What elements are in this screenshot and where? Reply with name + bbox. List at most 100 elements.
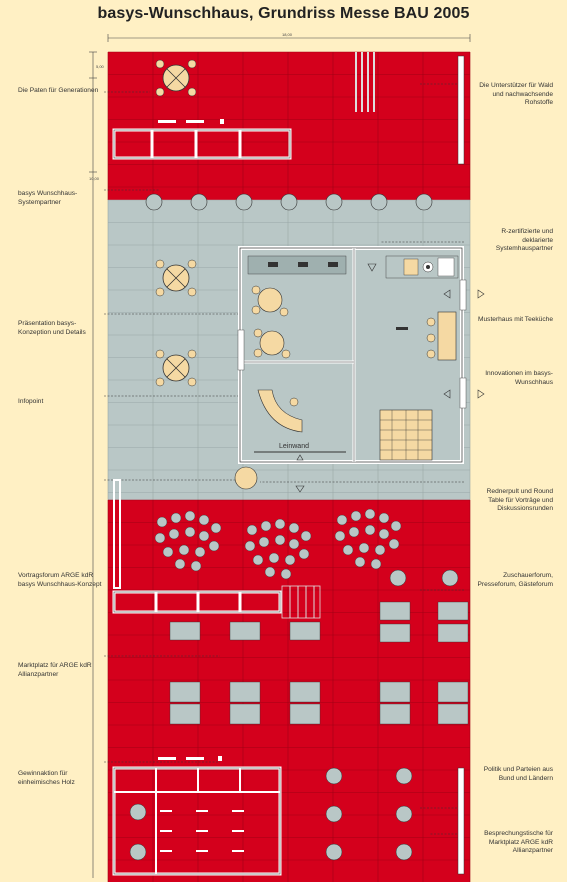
seat [364, 524, 376, 536]
label-innovationen: Innovationen im basys-Wunschhaus [485, 370, 553, 386]
label-systempartner: basys Wunschhaus-Systempartner [18, 190, 78, 206]
chair [187, 349, 197, 359]
round-table-small [129, 803, 147, 821]
seat [284, 554, 296, 566]
politik-tables [129, 767, 413, 861]
market-table [437, 623, 469, 643]
seat [252, 554, 264, 566]
market-table [229, 703, 261, 725]
seat [244, 540, 256, 552]
round-table-small [325, 805, 343, 823]
column-circle [370, 193, 388, 211]
seat [190, 560, 202, 572]
chair [155, 259, 165, 269]
market-table [437, 681, 469, 703]
seat [208, 540, 220, 552]
round-table-small [129, 843, 147, 861]
label-infopoint: Infopoint [18, 398, 44, 405]
seat [264, 566, 276, 578]
table-cross [166, 358, 186, 378]
chair [187, 259, 197, 269]
label-vortragsforum: Vortragsforum ARGE kdR basys Wunschhaus-… [18, 572, 102, 588]
seat [170, 512, 182, 524]
seat [198, 514, 210, 526]
round-table-small [395, 767, 413, 785]
top-zone-items [112, 52, 465, 165]
leader-lines [104, 83, 464, 835]
dim-a-text: 5,00 [96, 64, 105, 69]
seat [370, 558, 382, 570]
market-table [379, 681, 411, 703]
chair [155, 349, 165, 359]
label-zuschauerforum: Zuschauerforum, Presseforum, Gästeforum [477, 572, 554, 588]
market-table [169, 681, 201, 703]
seat [358, 542, 370, 554]
forum-seating [154, 508, 459, 587]
speaker-podium [234, 466, 258, 490]
market-table [229, 621, 261, 641]
round-table-small [325, 767, 343, 785]
market-table [289, 681, 321, 703]
label-praesentation: Präsentation basys-Konzeption und Detail… [18, 320, 86, 336]
seat [390, 520, 402, 532]
seat [268, 552, 280, 564]
seat [210, 522, 222, 534]
seat [174, 558, 186, 570]
seat [274, 518, 286, 530]
label-politik: Politik und Parteien aus Bund und Länder… [483, 766, 553, 782]
seat [288, 522, 300, 534]
support-columns [145, 193, 433, 211]
seat [260, 520, 272, 532]
seat [156, 516, 168, 528]
chair [187, 377, 197, 387]
seat [354, 556, 366, 568]
round-table-small [395, 843, 413, 861]
seat [184, 526, 196, 538]
seat [258, 536, 270, 548]
table-cross [166, 268, 186, 288]
label-rednerpult: Rednerpult und Round Table für Vorträge … [486, 488, 553, 513]
market-table [437, 703, 469, 725]
chair [187, 287, 197, 297]
chair [155, 287, 165, 297]
seat [246, 524, 258, 536]
round-table-small [325, 843, 343, 861]
seat [342, 544, 354, 556]
label-paten: Die Paten für Generationen [18, 87, 99, 94]
seat [274, 534, 286, 546]
label-gewinnaktion: Gewinnaktion für einheimisches Holz [18, 770, 75, 786]
screen-label: Leinwand [279, 443, 309, 450]
display-counters-forum [112, 479, 321, 619]
column-circle [415, 193, 433, 211]
seat [280, 568, 292, 580]
seat [288, 538, 300, 550]
display-counters-bottom [112, 756, 465, 876]
forum-round-table [441, 569, 459, 587]
round-table-top [155, 59, 197, 97]
market-table [437, 601, 469, 621]
stairs [379, 409, 433, 461]
column-circle [235, 193, 253, 211]
column-circle [280, 193, 298, 211]
market-table [289, 703, 321, 725]
market-table [379, 623, 411, 643]
wall-panel-top-right [457, 55, 465, 165]
market-tables [169, 601, 469, 725]
market-table [289, 621, 321, 641]
market-table [169, 621, 201, 641]
market-table [379, 601, 411, 621]
round-tables-middle [155, 259, 197, 387]
dim-b-text: 10,00 [89, 176, 100, 181]
seat [348, 526, 360, 538]
seat [194, 546, 206, 558]
seat [378, 512, 390, 524]
label-marktplatz: Marktplatz für ARGE kdR Allianzpartner [18, 662, 92, 678]
column-circle [145, 193, 163, 211]
entry-arrow [295, 485, 305, 493]
forum-round-table [389, 569, 407, 587]
seat [184, 510, 196, 522]
model-house: Leinwand [237, 246, 485, 464]
seat [154, 532, 166, 544]
